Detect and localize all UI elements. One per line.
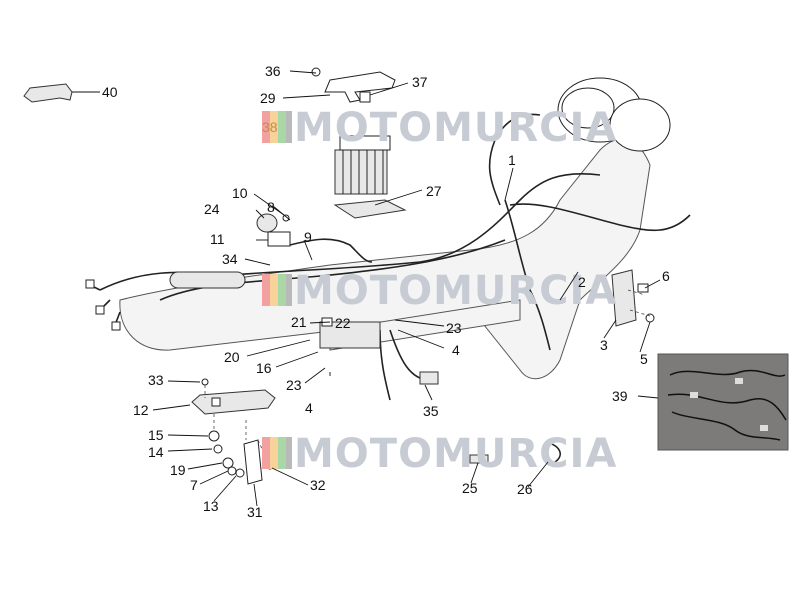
part-washer-7 xyxy=(227,466,237,476)
watermark-1: MOTOMURCIA xyxy=(262,105,617,151)
part-screw-6 xyxy=(637,283,649,293)
callout-23: 23 xyxy=(286,377,302,393)
callout-36: 36 xyxy=(265,63,281,79)
part-screw-5 xyxy=(645,313,655,323)
part-plate-3 xyxy=(611,269,637,327)
callout-11: 11 xyxy=(210,231,225,247)
watermark-stripe-3 xyxy=(278,274,286,306)
part-bushing-14 xyxy=(213,444,223,454)
part-screw-36 xyxy=(311,67,321,77)
main-wiring-harness xyxy=(85,113,691,401)
leader-lines xyxy=(72,70,661,507)
watermark-stripe-4 xyxy=(286,437,292,469)
callout-29: 29 xyxy=(260,90,276,106)
watermark-stripe-1 xyxy=(262,274,270,306)
watermark-text: MOTOMURCIA xyxy=(294,105,617,151)
callout-3: 3 xyxy=(600,337,608,353)
callout-13: 13 xyxy=(203,498,219,514)
watermark-stripe-2 xyxy=(270,274,278,306)
callout-10: 10 xyxy=(232,185,248,201)
part-bracket-29 xyxy=(324,71,396,103)
callout-38: 38 xyxy=(262,119,278,135)
watermark-stripe-1 xyxy=(262,437,270,469)
callout-34: 34 xyxy=(222,251,238,267)
part-bracket-11 xyxy=(267,231,291,247)
watermark-stripe-2 xyxy=(270,111,278,143)
callout-19: 19 xyxy=(170,462,186,478)
callout-6: 6 xyxy=(662,268,670,284)
part-cable-26 xyxy=(544,441,561,463)
part-washer-19 xyxy=(222,457,234,469)
callout-1: 1 xyxy=(508,152,516,168)
part-connector-35 xyxy=(419,371,439,385)
callout-27: 27 xyxy=(426,183,442,199)
callout-7: 7 xyxy=(190,477,198,493)
part-screw-13 xyxy=(235,468,245,478)
callout-8: 8 xyxy=(267,199,275,215)
callout-32: 32 xyxy=(310,477,326,493)
part-plate-31 xyxy=(243,439,263,485)
callout-37: 37 xyxy=(412,74,428,90)
callout-33: 33 xyxy=(148,372,164,388)
callout-2: 2 xyxy=(578,274,586,290)
part-battery-38 xyxy=(334,135,391,195)
part-nut-33 xyxy=(201,378,209,386)
callout-15: 15 xyxy=(148,427,164,443)
watermark-text: MOTOMURCIA xyxy=(294,268,617,314)
callout-35: 35 xyxy=(423,403,439,419)
part-connector-25 xyxy=(469,454,489,464)
callout-24: 24 xyxy=(204,201,220,217)
callout-9: 9 xyxy=(304,229,312,245)
callout-4: 4 xyxy=(305,400,313,416)
part-bushing-15 xyxy=(208,430,220,442)
part-pad-27 xyxy=(333,199,407,219)
part-regulator-12 xyxy=(191,389,276,415)
callout-16: 16 xyxy=(256,360,272,376)
callout-14: 14 xyxy=(148,444,164,460)
watermark-stripe-2 xyxy=(270,437,278,469)
callout-26: 26 xyxy=(517,481,533,497)
callout-20: 20 xyxy=(224,349,240,365)
part-screw-10 xyxy=(282,214,290,222)
watermark-stripe-1 xyxy=(262,111,270,143)
harness-photo-39 xyxy=(657,353,789,451)
callout-12: 12 xyxy=(133,402,149,418)
callout-40: 40 xyxy=(102,84,118,100)
callout-22: 22 xyxy=(335,315,351,331)
callout-4: 4 xyxy=(452,342,460,358)
part-nut-37 xyxy=(359,91,371,103)
part-relay-24 xyxy=(256,213,278,233)
watermark-stripe-3 xyxy=(278,437,286,469)
callout-39: 39 xyxy=(612,388,628,404)
part-clip-40 xyxy=(23,83,73,103)
callout-5: 5 xyxy=(640,351,648,367)
watermark-stripe-4 xyxy=(286,111,292,143)
watermark-3: MOTOMURCIA xyxy=(262,431,617,477)
watermark-stripe-4 xyxy=(286,274,292,306)
watermark-2: MOTOMURCIA xyxy=(262,268,617,314)
watermark-text: MOTOMURCIA xyxy=(294,431,617,477)
callout-25: 25 xyxy=(462,480,478,496)
callout-21: 21 xyxy=(291,314,307,330)
watermark-stripe-3 xyxy=(278,111,286,143)
callout-31: 31 xyxy=(247,504,263,520)
callout-23: 23 xyxy=(446,320,462,336)
callout-labels: 40 36 29 37 38 1 27 10 24 8 11 9 34 2 6 … xyxy=(102,63,670,520)
